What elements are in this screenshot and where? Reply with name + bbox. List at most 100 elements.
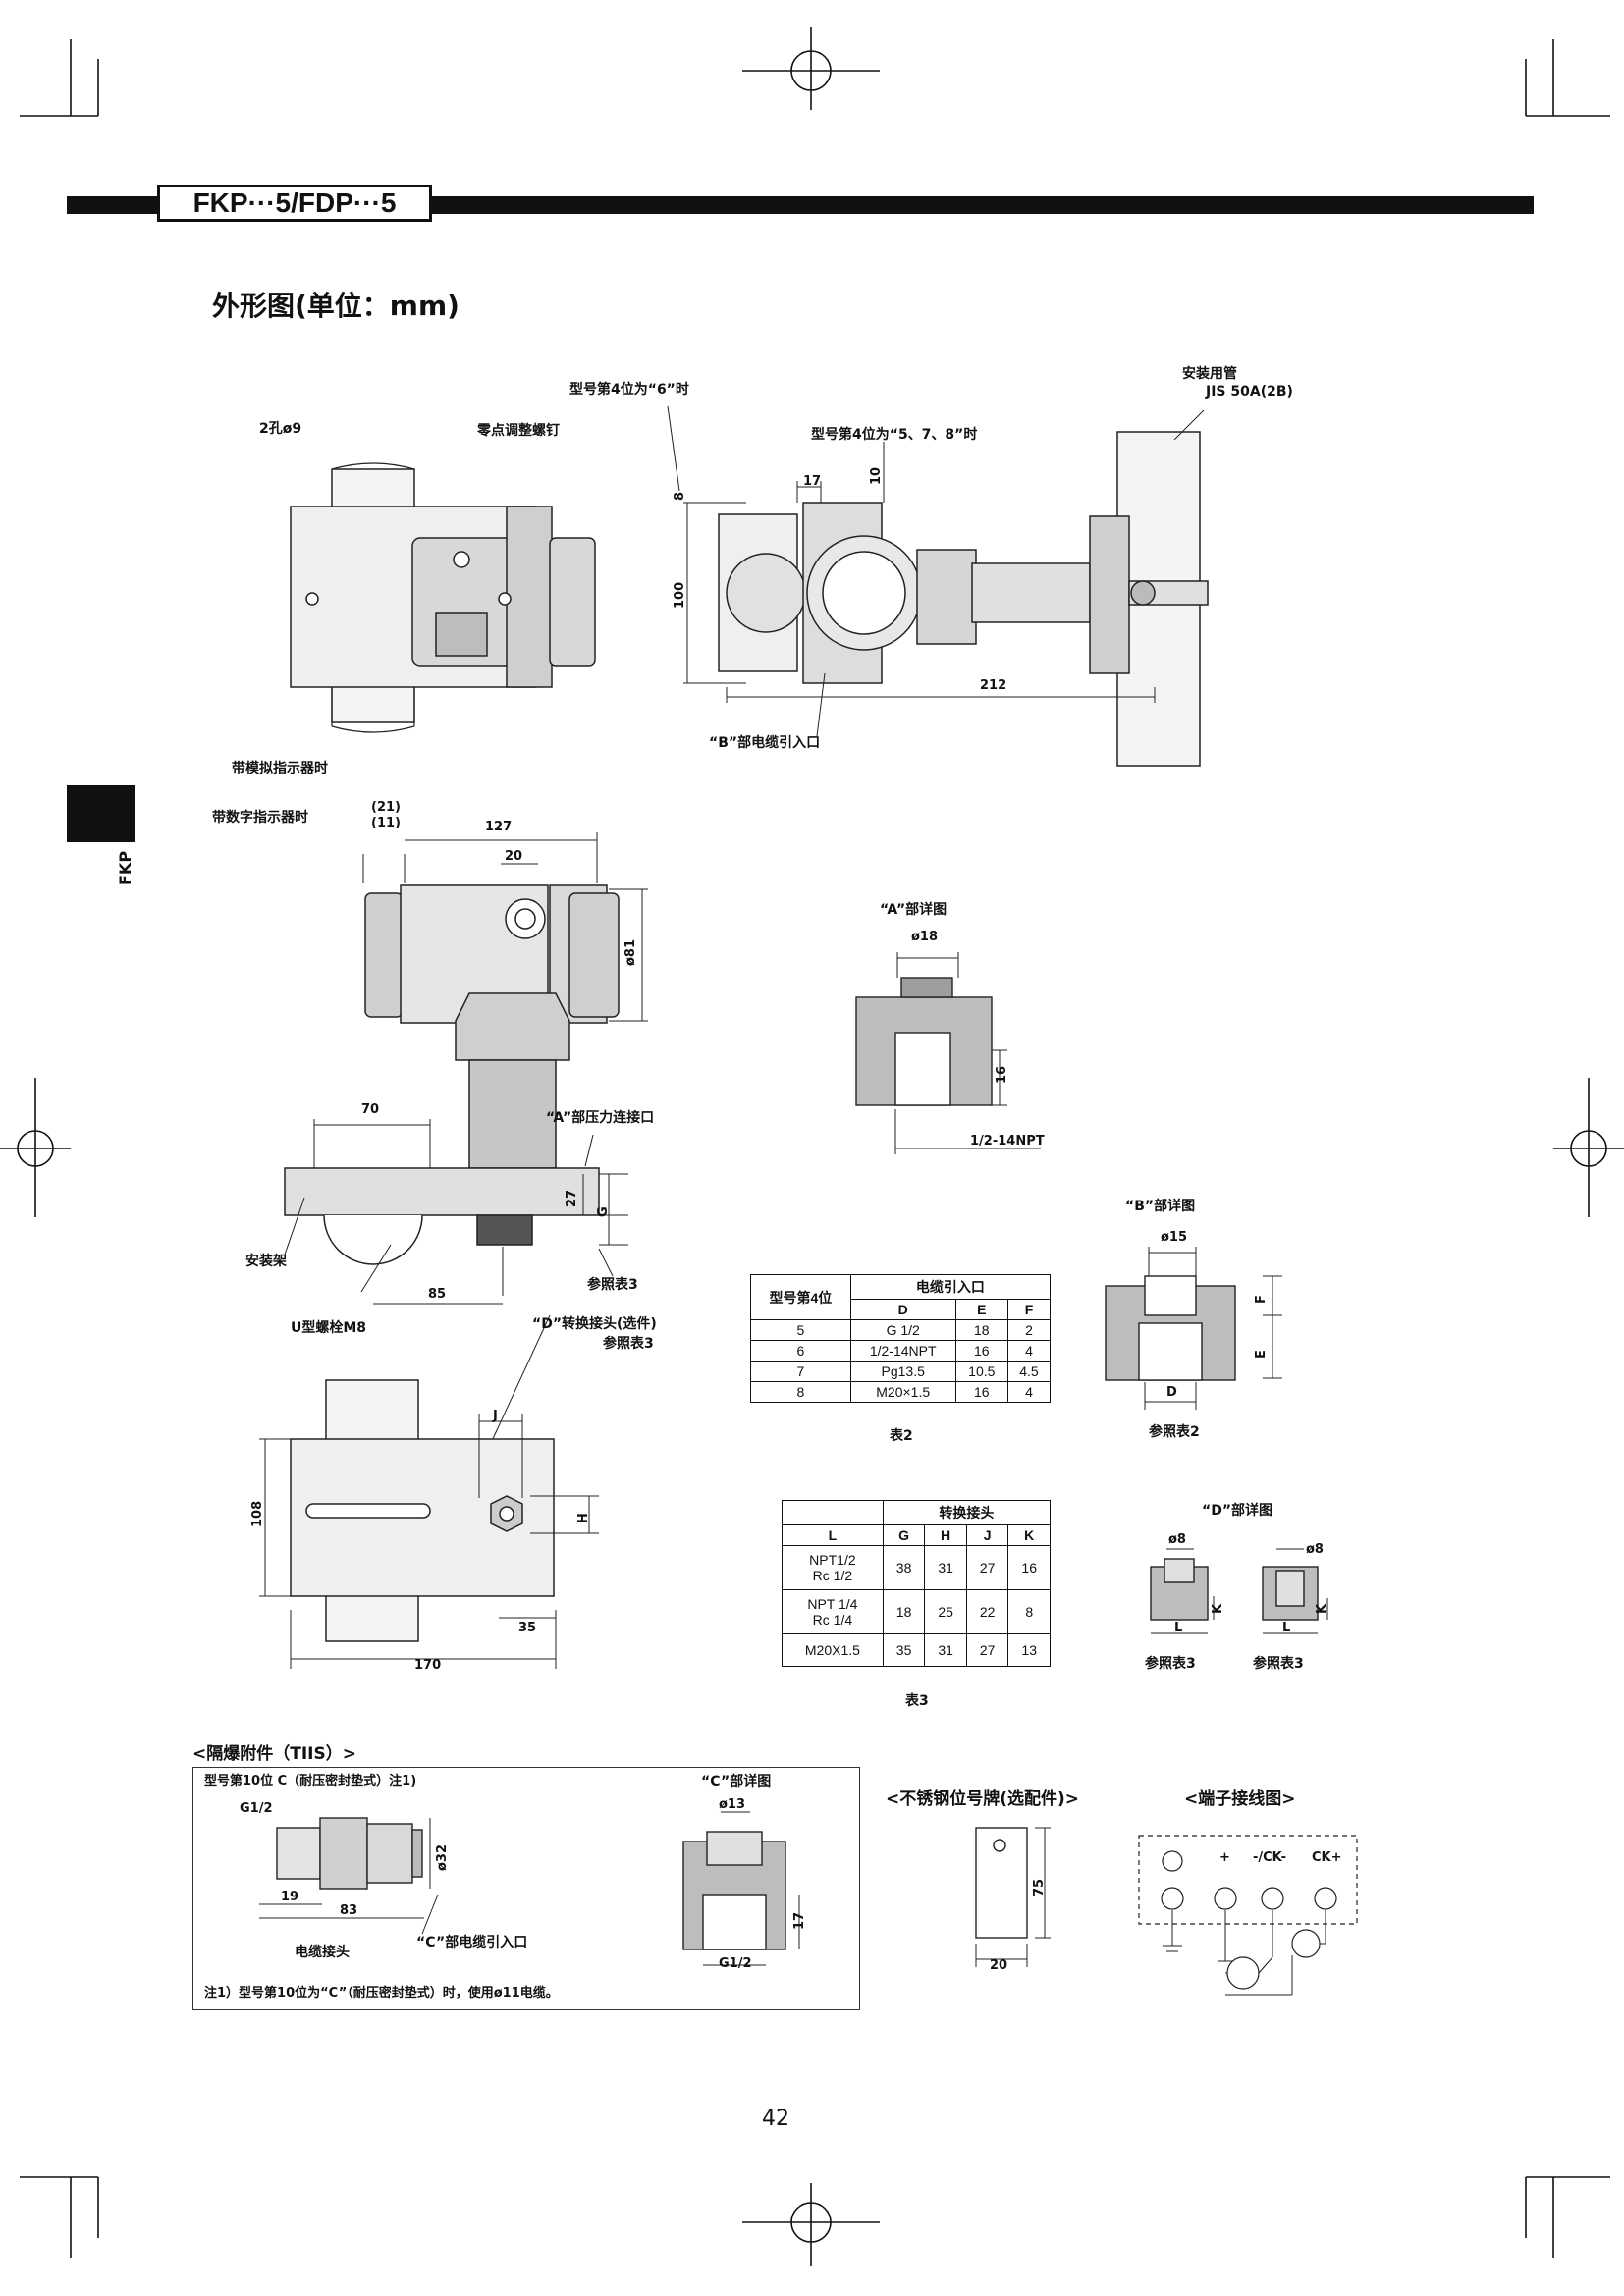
detail-d-k2: K	[1315, 1603, 1329, 1614]
mount-bracket-label: 安装架	[245, 1254, 287, 1269]
holes-label: 2孔ø9	[259, 421, 302, 437]
zero-screw-label: 零点调整螺钉	[477, 423, 560, 439]
model4-6-label: 型号第4位为“6”时	[569, 382, 689, 398]
table3-header-k: K	[1007, 1524, 1051, 1546]
dim-17: 17	[803, 474, 822, 489]
detail-c-thread: G1/2	[719, 1956, 752, 1971]
dim-70: 70	[361, 1102, 380, 1117]
dim-35: 35	[518, 1621, 537, 1635]
tiis-title: <隔爆附件（TIIS）>	[192, 1744, 356, 1764]
detail-d-dia1: ø8	[1168, 1532, 1186, 1547]
dim-21: (21)	[371, 800, 401, 815]
table3-header-l: L	[782, 1524, 884, 1546]
detail-a-title: “A”部详图	[880, 902, 947, 918]
dim-108: 108	[250, 1500, 265, 1527]
detail-b-title: “B”部详图	[1125, 1199, 1196, 1214]
dim-10: 10	[869, 466, 884, 485]
tag-plate-dim-20: 20	[990, 1958, 1008, 1973]
side-tab-block	[67, 785, 135, 842]
detail-d-ref1: 参照表3	[1145, 1656, 1196, 1672]
tiis-note: 注1）型号第10位为“C”（耐压密封垫式）时，使用ø11电缆。	[204, 1986, 559, 2001]
table3-caption: 表3	[905, 1693, 929, 1709]
detail-d-l2: L	[1282, 1621, 1291, 1635]
table2-col-group: 电缆引入口	[849, 1274, 1052, 1300]
page-number: 42	[762, 2107, 789, 2131]
pipe-label-1: 安装用管	[1182, 366, 1237, 382]
detail-a-thread: 1/2-14NPT	[970, 1134, 1045, 1148]
tiis-cable-entry-c: “C”部电缆引入口	[416, 1935, 528, 1950]
tiis-dim-19: 19	[281, 1890, 299, 1904]
detail-c-dia: ø13	[719, 1797, 746, 1812]
detail-d-title: “D”部详图	[1202, 1503, 1273, 1519]
detail-b-e: E	[1254, 1350, 1269, 1359]
table2-caption: 表2	[890, 1428, 913, 1444]
dim-h: H	[576, 1513, 591, 1523]
detail-b-dia: ø15	[1161, 1230, 1188, 1245]
dim-j: J	[493, 1409, 498, 1423]
tiis-dim-32: ø32	[435, 1843, 450, 1871]
cable-entry-b-label: “B”部电缆引入口	[709, 735, 821, 751]
dim-100: 100	[673, 581, 687, 609]
terminal-ck-plus: CK+	[1312, 1850, 1342, 1865]
adapter-d-label: “D”转换接头(选件)	[532, 1316, 657, 1332]
table3-group: 转换接头	[882, 1500, 1052, 1525]
tag-plate-title: <不锈钢位号牌(选配件)>	[886, 1789, 1080, 1809]
model-code: FKP···5/FDP···5	[192, 187, 397, 218]
tiis-connector-label: 电缆接头	[295, 1945, 350, 1960]
detail-b-ref: 参照表2	[1149, 1424, 1200, 1440]
detail-b-d: D	[1166, 1385, 1177, 1400]
dim-8: 8	[673, 491, 687, 501]
detail-c-title: “C”部详图	[701, 1774, 772, 1789]
tiis-box	[192, 1767, 860, 2010]
terminal-ck-minus: -/CK-	[1253, 1850, 1287, 1865]
page-title: 外形图(单位：mm)	[212, 290, 460, 322]
dim-85: 85	[428, 1287, 447, 1302]
dim-127: 127	[485, 820, 513, 834]
detail-a-dia: ø18	[911, 930, 939, 944]
model-code-box: FKP···5/FDP···5	[157, 185, 432, 222]
dim-212: 212	[980, 678, 1007, 693]
tiis-subtitle: 型号第10位 C（耐压密封垫式）注1)	[204, 1774, 417, 1789]
terminal-title: <端子接线图>	[1184, 1789, 1296, 1809]
digital-indicator-label: 带数字指示器时	[212, 810, 308, 826]
detail-d-l1: L	[1174, 1621, 1183, 1635]
table2-header-f: F	[1006, 1299, 1052, 1320]
detail-d-dia2: ø8	[1306, 1542, 1324, 1557]
table3-header-j: J	[965, 1524, 1009, 1546]
tiis-dim-83: 83	[340, 1903, 358, 1918]
dim-170: 170	[414, 1658, 442, 1673]
dim-27: 27	[565, 1189, 579, 1207]
dim-81: ø81	[623, 938, 638, 966]
detail-d-k1: K	[1211, 1603, 1225, 1614]
pressure-conn-a-label: “A”部压力连接口	[546, 1110, 655, 1126]
tiis-thread: G1/2	[240, 1801, 273, 1816]
u-bolt-label: U型螺栓M8	[291, 1320, 367, 1336]
ref-table3-label: 参照表3	[587, 1277, 638, 1293]
detail-a-depth: 16	[995, 1065, 1009, 1084]
side-tab-label: FKP	[116, 850, 135, 885]
table2-header-e: E	[954, 1299, 1008, 1320]
detail-b-f: F	[1254, 1295, 1269, 1304]
terminal-plus: +	[1219, 1850, 1230, 1865]
detail-d-ref2: 参照表3	[1253, 1656, 1304, 1672]
table2-header-d: D	[849, 1299, 956, 1320]
dim-g: G	[596, 1206, 611, 1217]
model4-578-label: 型号第4位为“5、7、8”时	[811, 427, 978, 443]
adapter-ref-label: 参照表3	[603, 1336, 654, 1352]
analog-indicator-label: 带模拟指示器时	[232, 761, 328, 776]
tag-plate-dim-75: 75	[1032, 1878, 1047, 1896]
detail-c-depth: 17	[792, 1911, 807, 1930]
pipe-label-2: JIS 50A(2B)	[1206, 384, 1293, 400]
dim-11: (11)	[371, 816, 401, 830]
table3-header-g: G	[882, 1524, 926, 1546]
dim-20-top: 20	[505, 849, 523, 864]
